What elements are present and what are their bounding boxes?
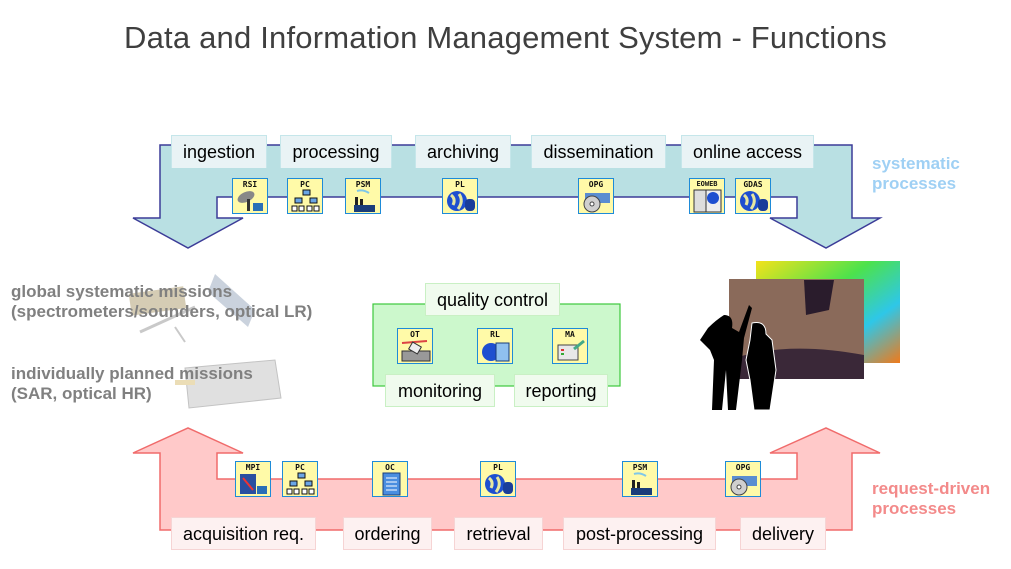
function-archiving: archiving [415,135,511,168]
systematic-caption-line2: processes [872,174,957,193]
globe-report-icon[interactable]: RL [477,328,513,364]
individual-missions-line1: individually planned missions [11,364,253,383]
globe-database-icon[interactable]: PL [480,461,516,497]
function-retrieval: retrieval [454,517,543,550]
individual-missions-label: individually planned missions (SAR, opti… [11,364,253,404]
request-driven-processes-caption: request-driven processes [872,479,990,519]
individual-missions-line2: (SAR, optical HR) [11,384,152,403]
cd-drive-icon[interactable]: OPG [578,178,614,214]
satellite-global-image [128,274,255,343]
globe-database-icon[interactable]: GDAS [735,178,771,214]
web-globe-icon[interactable]: EOWEB [689,178,725,214]
function-ingestion: ingestion [171,135,267,168]
function-processing: processing [280,135,392,168]
function-acquisition-request: acquisition req. [171,517,316,550]
cd-drive-icon[interactable]: OPG [725,461,761,497]
hierarchy-icon[interactable]: PC [287,178,323,214]
global-missions-label: global systematic missions (spectrometer… [11,282,312,322]
function-online-access: online access [681,135,814,168]
mission-planning-icon[interactable]: MPI [235,461,271,497]
function-ordering: ordering [343,517,432,550]
global-missions-line2: (spectrometers/sounders, optical LR) [11,302,313,321]
systematic-caption-line1: systematic [872,154,960,173]
systematic-processes-caption: systematic processes [872,154,960,194]
function-post-processing: post-processing [563,517,716,550]
request-caption-line1: request-driven [872,479,991,498]
document-icon[interactable]: OC [372,461,408,497]
hierarchy-icon[interactable]: PC [282,461,318,497]
page-title: Data and Information Management System -… [124,20,887,55]
global-missions-line1: global systematic missions [11,282,233,301]
globe-database-icon[interactable]: PL [442,178,478,214]
monitor-chart-icon[interactable]: MA [552,328,588,364]
person-silhouette-left [700,305,752,410]
quality-control-title: quality control [425,283,560,316]
quality-reporting: reporting [514,374,608,407]
satellite-dish-icon[interactable]: RSI [232,178,268,214]
keyboard-tool-icon[interactable]: OT [397,328,433,364]
users-with-imagery-image [700,261,900,411]
person-silhouette-right [745,322,777,411]
function-dissemination: dissemination [531,135,666,168]
function-delivery: delivery [740,517,826,550]
satellite-individual-image [175,359,282,409]
factory-icon[interactable]: PSM [345,178,381,214]
systematic-flow-band [132,144,883,249]
request-caption-line2: processes [872,499,957,518]
factory-icon[interactable]: PSM [622,461,658,497]
quality-monitoring: monitoring [385,374,495,407]
